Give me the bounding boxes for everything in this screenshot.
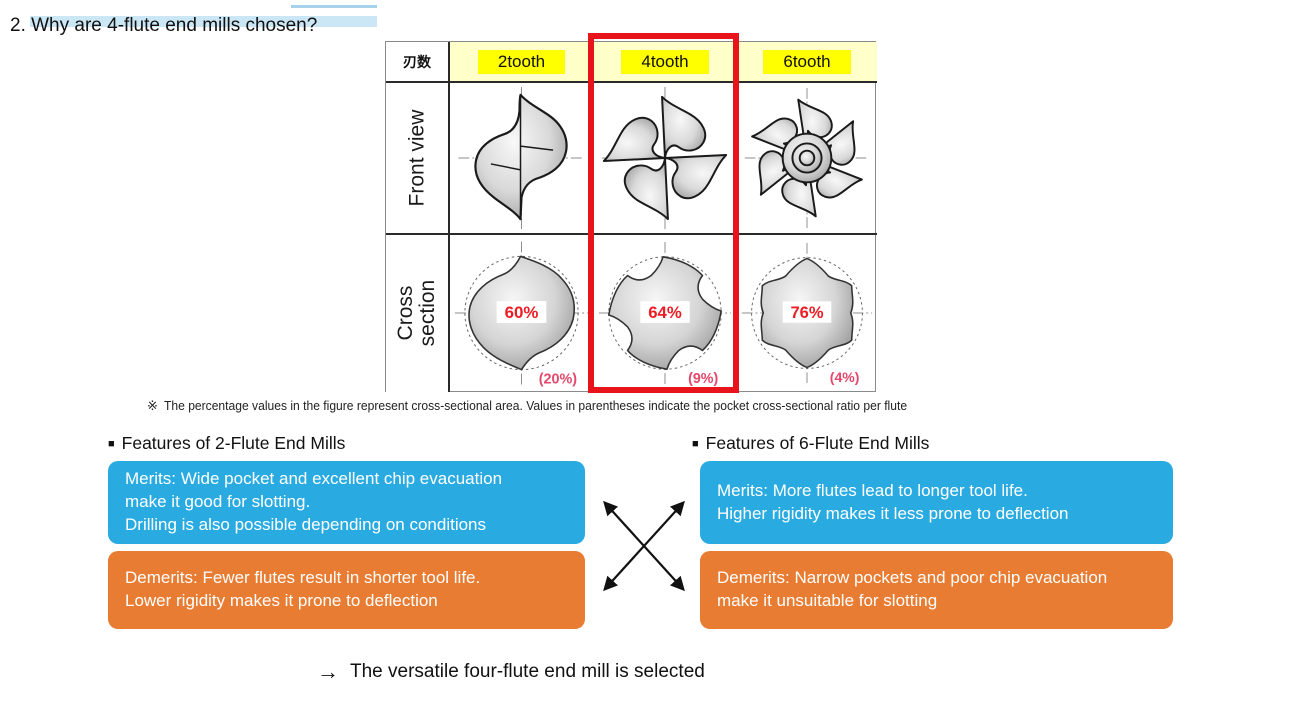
features-2flute-heading: ■ Features of 2-Flute End Mills: [108, 433, 345, 454]
features-6flute-heading: ■ Features of 6-Flute End Mills: [692, 433, 929, 454]
tooth-label-6: 6tooth: [763, 49, 851, 74]
area-percent-2tooth: 60%: [505, 303, 539, 322]
column-header-6tooth: 6tooth: [737, 42, 877, 83]
cross-section-2tooth-drawing: 60% (20%): [454, 241, 589, 388]
cross-section-4tooth-drawing: 64% (9%): [598, 242, 732, 387]
cross-section-6tooth-cell: 76% (4%): [737, 235, 877, 392]
cross-comparison-arrows-icon: [603, 500, 685, 592]
features-6flute-heading-text: Features of 6-Flute End Mills: [705, 433, 930, 453]
merits-2flute-text: Merits: Wide pocket and excellent chip e…: [125, 469, 503, 534]
demerits-2flute-box: Demerits: Fewer flutes result in shorter…: [108, 551, 585, 629]
right-arrow-icon: →: [317, 659, 339, 684]
front-view-6tooth-cell: [737, 83, 877, 235]
note-text: The percentage values in the figure repr…: [163, 398, 907, 413]
column-header-2tooth: 2tooth: [450, 42, 594, 83]
cross-section-4tooth-cell: 64% (9%): [594, 235, 737, 392]
figure-note: ※ The percentage values in the figure re…: [147, 398, 963, 414]
pocket-percent-6tooth: (4%): [830, 369, 860, 385]
conclusion-text: The versatile four-flute end mill is sel…: [350, 661, 705, 682]
tooth-label-2: 2tooth: [477, 49, 566, 74]
cross-section-row-label: Cross section: [393, 280, 439, 347]
area-percent-6tooth: 76%: [790, 303, 823, 322]
merits-6flute-text: Merits: More flutes lead to longer tool …: [717, 480, 1069, 523]
demerits-2flute-text: Demerits: Fewer flutes result in shorter…: [125, 568, 481, 610]
merits-6flute-box: Merits: More flutes lead to longer tool …: [700, 461, 1173, 544]
front-view-2tooth-drawing: [458, 86, 585, 230]
page-title: 2. Why are 4-flute end mills chosen?: [10, 15, 318, 36]
column-header-4tooth: 4tooth: [594, 42, 737, 83]
cross-section-6tooth-drawing: 76% (4%): [741, 243, 873, 385]
title-highlight-band: [30, 16, 377, 27]
demerits-6flute-text: Demerits: Narrow pockets and poor chip e…: [717, 568, 1108, 610]
cross-section-row-label-cell: Cross section: [386, 235, 450, 392]
area-percent-4tooth: 64%: [648, 303, 682, 322]
front-view-6tooth-drawing: [744, 88, 870, 228]
pocket-percent-2tooth: (20%): [539, 372, 578, 388]
cross-section-2tooth-cell: 60% (20%): [450, 235, 594, 392]
front-view-2tooth-cell: [450, 83, 594, 235]
title-accent-line: [291, 5, 377, 8]
flute-count-header: 刃数: [386, 42, 450, 83]
square-bullet-icon: ■: [108, 437, 115, 450]
note-reference-mark: ※: [147, 398, 158, 413]
features-2flute-heading-text: Features of 2-Flute End Mills: [121, 433, 346, 453]
front-view-4tooth-cell: [594, 83, 737, 235]
conclusion-line: → The versatile four-flute end mill is s…: [317, 661, 705, 683]
merits-2flute-box: Merits: Wide pocket and excellent chip e…: [108, 461, 585, 544]
front-view-4tooth-drawing: [601, 87, 729, 229]
square-bullet-icon: ■: [692, 437, 699, 450]
pocket-percent-4tooth: (9%): [688, 371, 718, 387]
flute-comparison-table: 刃数 2tooth 4tooth 6tooth Front view: [385, 41, 877, 392]
tooth-label-4: 4tooth: [621, 49, 709, 74]
demerits-6flute-box: Demerits: Narrow pockets and poor chip e…: [700, 551, 1173, 629]
front-view-row-label-cell: Front view: [386, 83, 450, 235]
front-view-row-label: Front view: [404, 109, 428, 207]
